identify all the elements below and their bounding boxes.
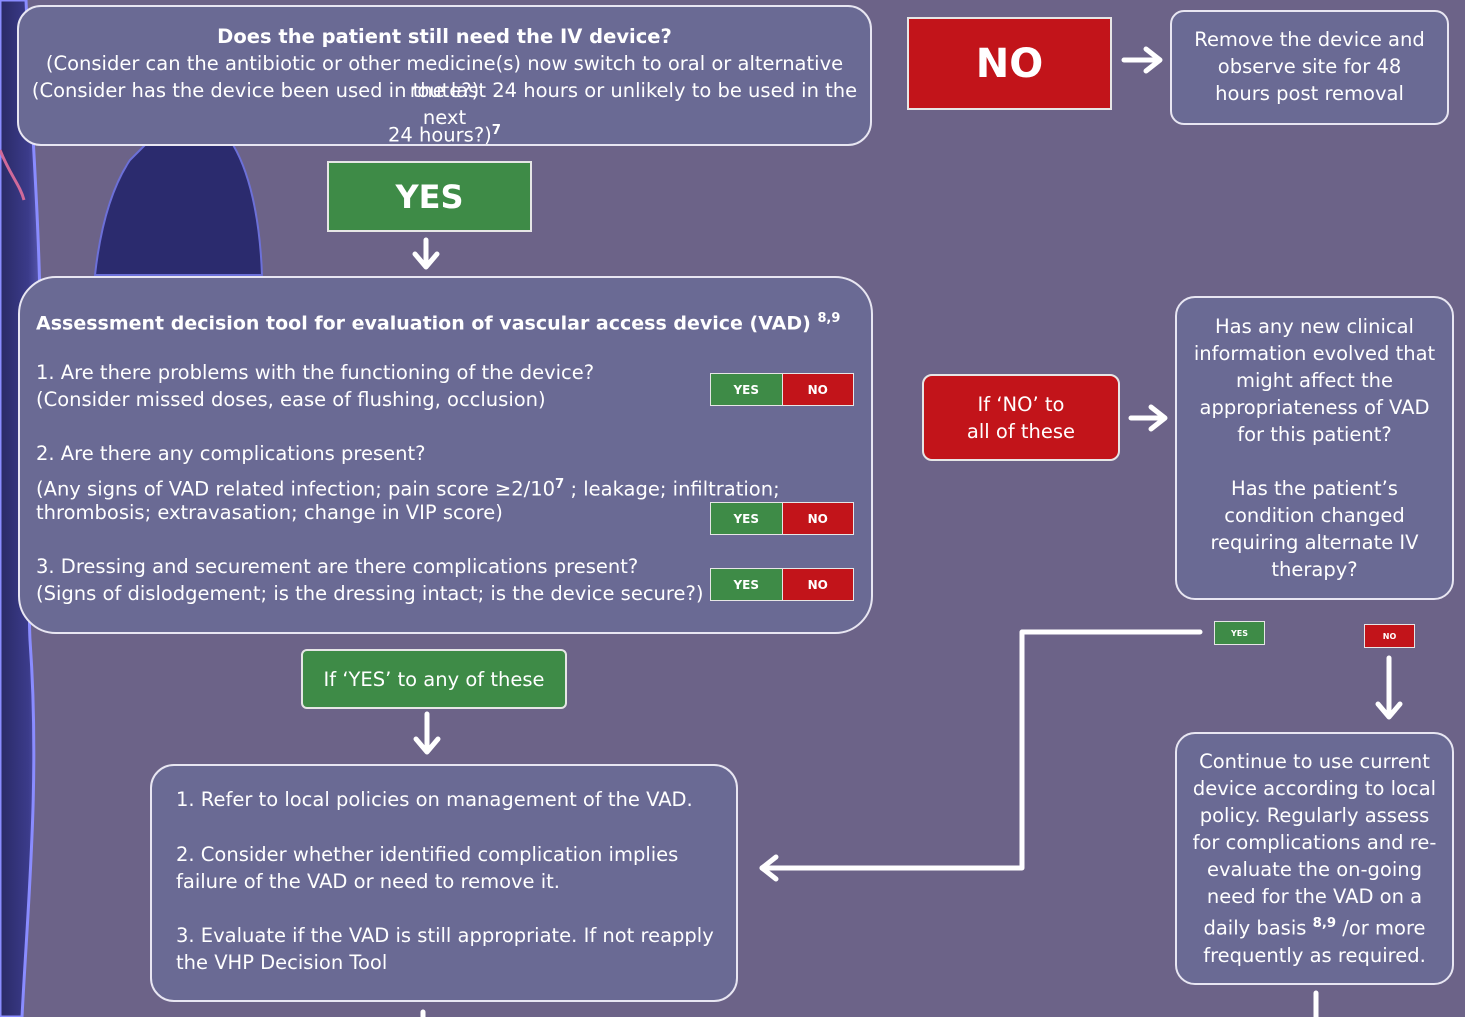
q2-text: 2. Are there any complications present? [36,442,426,465]
clinical-question-2: Has the patient’s condition changed requ… [1210,477,1419,581]
if-no-to-all-box[interactable]: If ‘NO’ to all of these [922,374,1120,461]
remove-device-text: Remove the device and observe site for 4… [1194,28,1425,105]
q3-no-option[interactable]: NO [781,569,853,600]
action-2: 2. Consider whether identified complicat… [176,843,679,893]
q2-yes-no-toggle[interactable]: YES NO [710,502,854,535]
top-question-title: Does the patient still need the IV devic… [217,25,672,48]
reference-8-9: 8,9 [817,311,841,326]
actions-box: 1. Refer to local policies on management… [150,764,738,1002]
assessment-title: Assessment decision tool for evaluation … [36,311,841,335]
yes-button[interactable]: YES [327,161,532,232]
clinical-info-box: Has any new clinical information evolved… [1175,296,1454,600]
q3-yes-no-toggle[interactable]: YES NO [710,568,854,601]
clinical-yes-button[interactable]: YES [1214,621,1265,645]
clinical-no-button[interactable]: NO [1364,624,1415,648]
q1-no-option[interactable]: NO [781,374,853,405]
q1-text: 1. Are there problems with the functioni… [36,361,595,384]
top-question-line1: (Consider can the antibiotic or other me… [45,52,844,102]
top-question-line2: (Consider has the device been used in th… [31,79,858,129]
remove-device-box: Remove the device and observe site for 4… [1170,10,1449,125]
q1-yes-option[interactable]: YES [711,374,782,405]
q2-subtext-2: thrombosis; extravasation; change in VIP… [36,501,503,524]
q3-yes-option[interactable]: YES [711,569,782,600]
q3-subtext: (Signs of dislodgement; is the dressing … [36,582,704,605]
continue-text: Continue to use current device according… [1192,750,1437,967]
q3-text: 3. Dressing and securement are there com… [36,555,639,578]
continue-box: Continue to use current device according… [1175,732,1454,985]
reference-7: 7 [555,477,565,492]
q2-no-option[interactable]: NO [781,503,853,534]
q1-yes-no-toggle[interactable]: YES NO [710,373,854,406]
reference-8-9: 8,9 [1312,916,1337,931]
top-question-line3: 24 hours?)7 [387,123,502,147]
q2-subtext: (Any signs of VAD related infection; pai… [36,477,780,501]
no-button[interactable]: NO [907,17,1112,110]
top-question-box: Does the patient still need the IV devic… [17,5,872,147]
clinical-question-1: Has any new clinical information evolved… [1193,315,1436,446]
q1-subtext: (Consider missed doses, ease of flushing… [36,388,546,411]
action-1: 1. Refer to local policies on management… [176,788,693,811]
assessment-tool-box: Assessment decision tool for evaluation … [18,276,873,634]
q2-yes-option[interactable]: YES [711,503,782,534]
reference-7: 7 [491,123,502,138]
action-3: 3. Evaluate if the VAD is still appropri… [176,924,714,974]
if-yes-to-any-box[interactable]: If ‘YES’ to any of these [301,649,567,709]
